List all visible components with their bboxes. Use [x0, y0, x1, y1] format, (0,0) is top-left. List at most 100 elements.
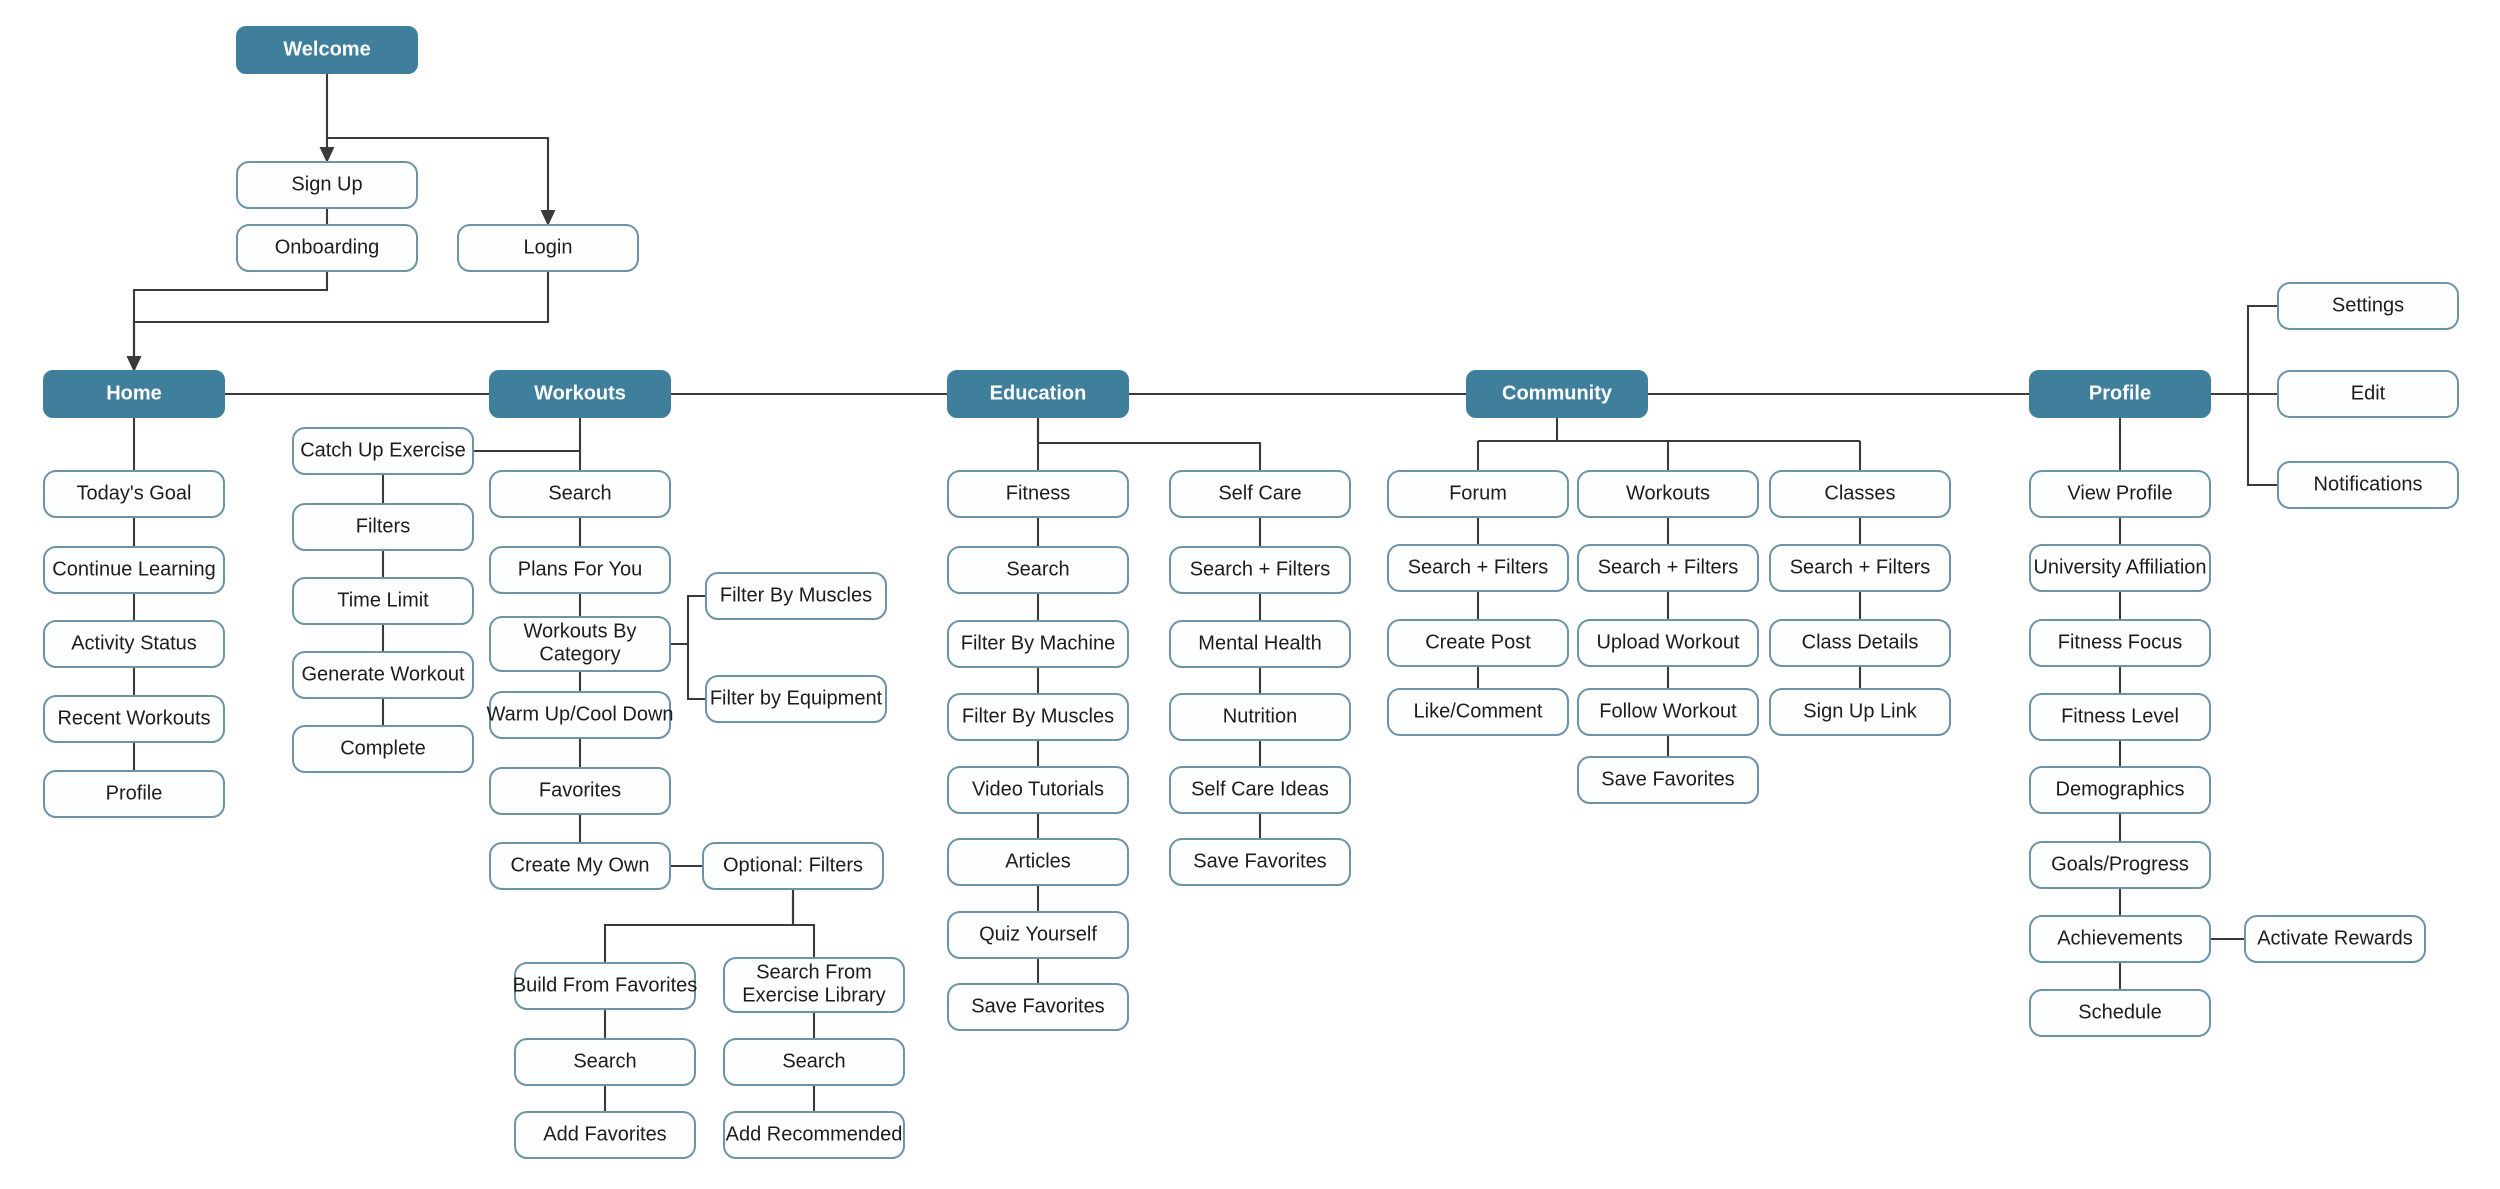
node-box-add-favorites[interactable]: [514, 1111, 696, 1159]
node-achievements[interactable]: Achievements: [2029, 915, 2211, 963]
node-box-search-exercise-library[interactable]: [723, 957, 905, 1013]
node-library-search[interactable]: Search: [723, 1038, 905, 1086]
node-warm-up-cool-down[interactable]: Warm Up/Cool Down: [486, 691, 674, 739]
node-box-catchup-time-limit[interactable]: [292, 577, 474, 625]
node-box-plans-for-you[interactable]: [489, 546, 671, 594]
node-box-achievements[interactable]: [2029, 915, 2211, 963]
node-login[interactable]: Login: [457, 224, 639, 272]
node-workouts-favorites[interactable]: Favorites: [489, 767, 671, 815]
node-box-education[interactable]: [947, 370, 1129, 418]
node-catchup-filters[interactable]: Filters: [292, 503, 474, 551]
node-edu-articles[interactable]: Articles: [947, 838, 1129, 886]
node-box-classes-search[interactable]: [1769, 544, 1951, 592]
node-box-forum-search[interactable]: [1387, 544, 1569, 592]
node-edu-save-favorites[interactable]: Save Favorites: [947, 983, 1129, 1031]
node-build-search[interactable]: Search: [514, 1038, 696, 1086]
node-edu-quiz-yourself[interactable]: Quiz Yourself: [947, 911, 1129, 959]
node-box-warm-up-cool-down[interactable]: [489, 691, 671, 739]
node-welcome[interactable]: Welcome: [236, 26, 418, 74]
node-nutrition[interactable]: Nutrition: [1169, 693, 1351, 741]
node-fitness-level[interactable]: Fitness Level: [2029, 693, 2211, 741]
node-box-onboarding[interactable]: [236, 224, 418, 272]
node-box-notifications[interactable]: [2277, 461, 2459, 509]
node-catchup-time-limit[interactable]: Time Limit: [292, 577, 474, 625]
node-box-login[interactable]: [457, 224, 639, 272]
node-upload-workout[interactable]: Upload Workout: [1577, 619, 1759, 667]
node-box-nutrition[interactable]: [1169, 693, 1351, 741]
node-home-recent-workouts[interactable]: Recent Workouts: [43, 695, 225, 743]
node-edit[interactable]: Edit: [2277, 370, 2459, 418]
node-box-selfcare-save-favorites[interactable]: [1169, 838, 1351, 886]
node-box-like-comment[interactable]: [1387, 688, 1569, 736]
node-box-selfcare-search[interactable]: [1169, 546, 1351, 594]
node-mental-health[interactable]: Mental Health: [1169, 620, 1351, 668]
node-box-self-care-ideas[interactable]: [1169, 766, 1351, 814]
node-box-build-from-favorites[interactable]: [514, 962, 696, 1010]
node-edu-filter-muscles[interactable]: Filter By Muscles: [947, 693, 1129, 741]
node-demographics[interactable]: Demographics: [2029, 766, 2211, 814]
node-box-workouts-favorites[interactable]: [489, 767, 671, 815]
node-box-forum[interactable]: [1387, 470, 1569, 518]
node-self-care-ideas[interactable]: Self Care Ideas: [1169, 766, 1351, 814]
node-box-optional-filters[interactable]: [702, 842, 884, 890]
node-plans-for-you[interactable]: Plans For You: [489, 546, 671, 594]
node-box-comm-save-favorites[interactable]: [1577, 756, 1759, 804]
node-signup[interactable]: Sign Up: [236, 161, 418, 209]
node-box-activate-rewards[interactable]: [2244, 915, 2426, 963]
node-schedule[interactable]: Schedule: [2029, 989, 2211, 1037]
node-box-classes[interactable]: [1769, 470, 1951, 518]
node-box-edit[interactable]: [2277, 370, 2459, 418]
node-forum[interactable]: Forum: [1387, 470, 1569, 518]
node-add-recommended[interactable]: Add Recommended: [723, 1111, 905, 1159]
node-settings[interactable]: Settings: [2277, 282, 2459, 330]
node-classes-search[interactable]: Search + Filters: [1769, 544, 1951, 592]
node-selfcare-save-favorites[interactable]: Save Favorites: [1169, 838, 1351, 886]
node-box-create-post[interactable]: [1387, 619, 1569, 667]
node-box-demographics[interactable]: [2029, 766, 2211, 814]
node-box-catchup-generate[interactable]: [292, 651, 474, 699]
node-edu-video-tutorials[interactable]: Video Tutorials: [947, 766, 1129, 814]
node-filter-by-muscles[interactable]: Filter By Muscles: [705, 572, 887, 620]
node-box-edu-filter-machine[interactable]: [947, 620, 1129, 668]
node-education[interactable]: Education: [947, 370, 1129, 418]
node-box-filter-by-equipment[interactable]: [705, 675, 887, 723]
node-home-continue-learning[interactable]: Continue Learning: [43, 546, 225, 594]
node-university-affiliation[interactable]: University Affiliation: [2029, 544, 2211, 592]
node-box-catchup-filters[interactable]: [292, 503, 474, 551]
node-catchup-generate[interactable]: Generate Workout: [292, 651, 474, 699]
node-box-catchup-complete[interactable]: [292, 725, 474, 773]
node-profile[interactable]: Profile: [2029, 370, 2211, 418]
node-box-workouts[interactable]: [489, 370, 671, 418]
node-box-fitness-level[interactable]: [2029, 693, 2211, 741]
node-create-post[interactable]: Create Post: [1387, 619, 1569, 667]
node-box-create-my-own[interactable]: [489, 842, 671, 890]
node-box-edu-filter-muscles[interactable]: [947, 693, 1129, 741]
node-box-add-recommended[interactable]: [723, 1111, 905, 1159]
node-edu-fitness[interactable]: Fitness: [947, 470, 1129, 518]
node-home-profile[interactable]: Profile: [43, 770, 225, 818]
node-box-home[interactable]: [43, 370, 225, 418]
node-box-settings[interactable]: [2277, 282, 2459, 330]
node-workouts-search[interactable]: Search: [489, 470, 671, 518]
node-filter-by-equipment[interactable]: Filter by Equipment: [705, 675, 887, 723]
node-box-catch-up-exercise[interactable]: [292, 427, 474, 475]
node-follow-workout[interactable]: Follow Workout: [1577, 688, 1759, 736]
node-home-activity-status[interactable]: Activity Status: [43, 620, 225, 668]
node-optional-filters[interactable]: Optional: Filters: [702, 842, 884, 890]
node-self-care[interactable]: Self Care: [1169, 470, 1351, 518]
node-box-edu-search[interactable]: [947, 546, 1129, 594]
node-view-profile[interactable]: View Profile: [2029, 470, 2211, 518]
node-box-comm-workouts[interactable]: [1577, 470, 1759, 518]
node-box-follow-workout[interactable]: [1577, 688, 1759, 736]
node-box-edu-articles[interactable]: [947, 838, 1129, 886]
node-box-class-details[interactable]: [1769, 619, 1951, 667]
node-create-my-own[interactable]: Create My Own: [489, 842, 671, 890]
node-box-edu-video-tutorials[interactable]: [947, 766, 1129, 814]
node-catch-up-exercise[interactable]: Catch Up Exercise: [292, 427, 474, 475]
node-classes[interactable]: Classes: [1769, 470, 1951, 518]
node-box-fitness-focus[interactable]: [2029, 619, 2211, 667]
node-comm-workouts[interactable]: Workouts: [1577, 470, 1759, 518]
node-box-signup[interactable]: [236, 161, 418, 209]
node-forum-search[interactable]: Search + Filters: [1387, 544, 1569, 592]
